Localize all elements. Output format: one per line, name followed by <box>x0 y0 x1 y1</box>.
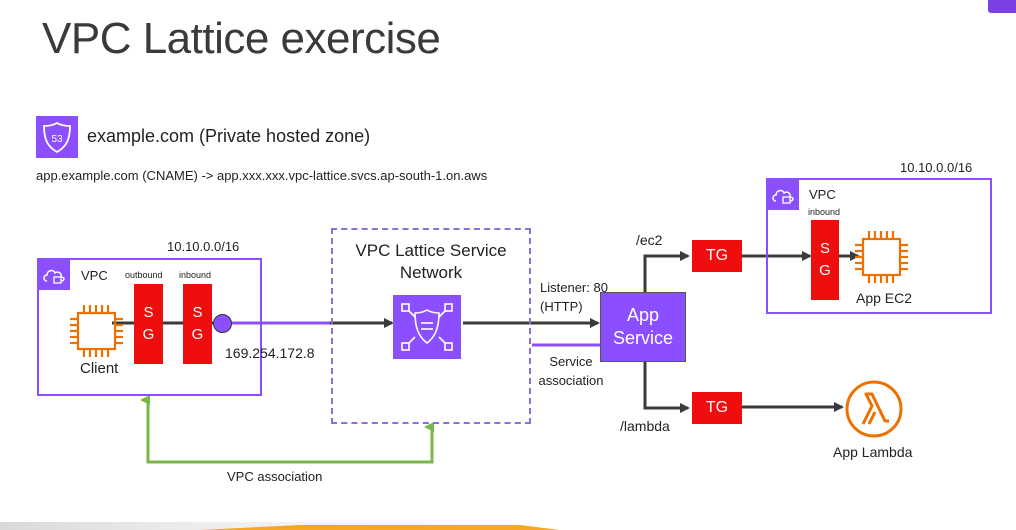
app-vpc-label: VPC <box>809 187 836 202</box>
client-label: Client <box>80 360 119 377</box>
client-vpc-box <box>37 258 262 396</box>
service-association-label: Service association <box>535 352 607 390</box>
svg-text:53: 53 <box>51 134 63 145</box>
link-local-ip: 169.254.172.8 <box>225 345 315 361</box>
lambda-path-label: /lambda <box>620 418 670 434</box>
listener-label-line1: Listener: 80 <box>540 280 608 295</box>
corner-tab[interactable] <box>988 0 1016 13</box>
sg-letter-g: G <box>191 326 204 343</box>
slide-footer-bar <box>0 522 560 530</box>
lambda-icon <box>845 380 903 438</box>
service-association-line2: association <box>538 373 604 388</box>
lambda-route-line <box>643 362 690 413</box>
app-service-line1: App <box>626 305 660 325</box>
sg-app-inbound: S G <box>811 220 839 300</box>
outbound-label: outbound <box>125 270 163 280</box>
vpc-cloud-icon <box>767 179 799 210</box>
cname-record: app.example.com (CNAME) -> app.xxx.xxx.v… <box>36 168 488 183</box>
client-vpc-cidr: 10.10.0.0/16 <box>167 239 240 254</box>
vpc-association-label: VPC association <box>227 469 323 484</box>
sg-letter-s: S <box>819 240 830 257</box>
service-network-label-line1: VPC Lattice Service <box>355 241 507 260</box>
ec2-chip-icon <box>70 305 123 357</box>
hosted-zone-label: example.com (Private hosted zone) <box>87 126 371 146</box>
sg-letter-s: S <box>192 304 203 321</box>
service-network-label-line2: Network <box>399 263 463 282</box>
sg-outbound: S G <box>134 284 163 364</box>
app-vpc-cidr: 10.10.0.0/16 <box>900 160 973 175</box>
ec2-path-label: /ec2 <box>636 232 663 248</box>
app-inbound-label: inbound <box>808 207 841 217</box>
target-group-lambda: TG <box>692 392 742 424</box>
ec2-chip-icon <box>855 231 908 283</box>
listener-label-line2: (HTTP) <box>540 299 583 314</box>
page-title: VPC Lattice exercise <box>42 14 441 63</box>
sg-inbound: S G <box>183 284 212 364</box>
sg-letter-g: G <box>819 262 831 279</box>
app-ec2-label: App EC2 <box>856 290 913 306</box>
route53-icon: 53 <box>36 116 78 158</box>
inbound-label: inbound <box>179 270 212 280</box>
app-service-box: App Service <box>600 292 686 362</box>
client-vpc-label: VPC <box>81 268 108 283</box>
app-lambda-label: App Lambda <box>833 444 913 460</box>
service-network-icon <box>393 295 461 359</box>
listener-label: Listener: 80 (HTTP) <box>540 278 608 316</box>
target-group-ec2: TG <box>692 240 742 272</box>
ec2-route-line <box>643 251 690 292</box>
service-association-line1: Service <box>549 354 593 369</box>
app-service-line2: Service <box>612 328 674 348</box>
service-network-box <box>331 228 531 424</box>
lattice-endpoint-circle <box>213 314 232 333</box>
vpc-cloud-icon <box>38 259 70 290</box>
service-network-label: VPC Lattice Service Network <box>331 240 531 284</box>
app-vpc-box <box>766 178 992 314</box>
sg-letter-g: G <box>142 326 155 343</box>
sg-letter-s: S <box>143 304 154 321</box>
